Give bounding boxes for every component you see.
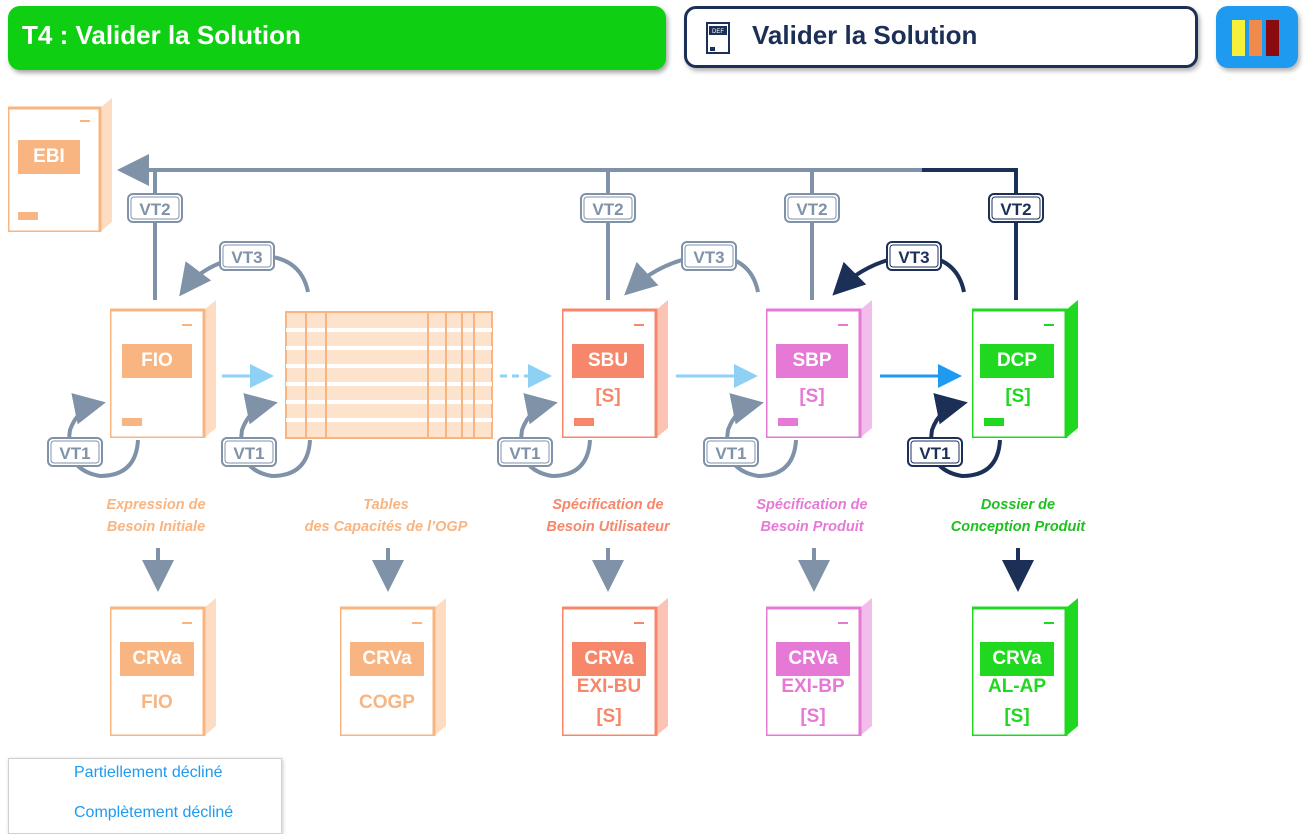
crva-al-ap-sub: AL-AP [987, 676, 1047, 697]
vt1-tag-tables: VT1 [221, 437, 277, 467]
logo-bar-orange [1249, 20, 1262, 56]
crva-cogp-sub: COGP [359, 692, 415, 713]
caption-sbu-line2: Besoin Utilisateur [546, 519, 670, 535]
svg-text:VT2: VT2 [1000, 200, 1031, 219]
vt2-tag-fio: VT2 [127, 193, 183, 223]
svg-text:VT3: VT3 [693, 248, 724, 267]
vt3-tag-dcp: VT3 [886, 241, 942, 271]
vt2-tag-sbp: VT2 [784, 193, 840, 223]
svg-text:VT2: VT2 [592, 200, 623, 219]
vt3-tag-sbp: VT3 [681, 241, 737, 271]
crva-al-ap-label: CRVa [980, 642, 1054, 676]
logo-bar-red [1266, 20, 1279, 56]
caption-fio: Expression de Besoin Initiale [36, 494, 276, 538]
crva-cogp-label: CRVa [350, 642, 424, 676]
bars-logo-icon [1216, 6, 1298, 68]
vt1-tag-sbp: VT1 [703, 437, 759, 467]
title-banner [8, 6, 666, 70]
caption-tables-line1: Tables [363, 497, 409, 513]
svg-text:VT3: VT3 [898, 248, 929, 267]
crva-al-ap-sub2: [S] [1004, 706, 1030, 727]
svg-text:VT2: VT2 [139, 200, 170, 219]
caption-dcp-line2: Conception Produit [950, 519, 1086, 535]
caption-sbp: Spécification de Besoin Produit [692, 494, 932, 538]
sbp-sub: [S] [799, 386, 825, 407]
vt1-tag-sbu: VT1 [497, 437, 553, 467]
dcp-label: DCP [980, 344, 1054, 378]
svg-text:VT1: VT1 [59, 444, 90, 463]
sbu-label: SBU [572, 344, 644, 378]
definition-box [684, 6, 1198, 68]
vt1-tag-fio: VT1 [47, 437, 103, 467]
sbp-label: SBP [776, 344, 848, 378]
definition-title: Valider la Solution [752, 20, 978, 50]
caption-dcp: Dossier de Conception Produit [898, 494, 1138, 538]
page-title: T4 : Valider la Solution [22, 20, 301, 50]
logo-bar-yellow [1232, 20, 1245, 56]
legend-complete-label: Complètement décliné [74, 804, 234, 821]
crva-exi-bp-label: CRVa [776, 642, 850, 676]
caption-tables: Tables des Capacités de l’OGP [266, 494, 506, 538]
caption-fio-line1: Expression de [106, 497, 206, 513]
sbu-sub: [S] [595, 386, 621, 407]
svg-text:VT1: VT1 [715, 444, 746, 463]
dcp-sub: [S] [1005, 386, 1031, 407]
vt2-tag-sbu: VT2 [580, 193, 636, 223]
caption-sbp-line2: Besoin Produit [760, 519, 864, 535]
vt2-feedback-lines [117, 154, 1018, 300]
crva-exi-bp-sub: EXI-BP [781, 676, 845, 697]
caption-sbu-line1: Spécification de [552, 497, 664, 513]
down-arrows [142, 548, 1034, 592]
definition-icon-label: DEF [712, 29, 724, 35]
svg-text:VT1: VT1 [919, 444, 950, 463]
crva-exi-bp-sub2: [S] [800, 706, 826, 727]
fio-label: FIO [122, 344, 192, 378]
caption-fio-line2: Besoin Initiale [106, 519, 206, 535]
caption-tables-line2: des Capacités de l’OGP [304, 519, 468, 535]
svg-text:VT1: VT1 [233, 444, 264, 463]
vt1-tag-dcp: VT1 [907, 437, 963, 467]
definition-icon: DEF [706, 22, 730, 54]
legend-partial-label: Partiellement décliné [74, 764, 223, 781]
svg-text:VT3: VT3 [231, 248, 262, 267]
crva-exi-bu-label: CRVa [572, 642, 646, 676]
crva-exi-bu-sub2: [S] [596, 706, 622, 727]
capabilities-table-icon [285, 311, 493, 439]
caption-sbu: Spécification de Besoin Utilisateur [488, 494, 728, 538]
ebi-label: EBI [18, 140, 80, 174]
svg-text:VT1: VT1 [509, 444, 540, 463]
crva-fio-label: CRVa [120, 642, 194, 676]
caption-dcp-line1: Dossier de [980, 497, 1056, 513]
crva-exi-bu-sub: EXI-BU [576, 676, 642, 697]
vt2-tag-dcp: VT2 [988, 193, 1044, 223]
crva-fio-sub: FIO [141, 692, 173, 713]
caption-sbp-line1: Spécification de [756, 497, 868, 513]
svg-text:VT2: VT2 [796, 200, 827, 219]
vt3-tag-tables: VT3 [219, 241, 275, 271]
